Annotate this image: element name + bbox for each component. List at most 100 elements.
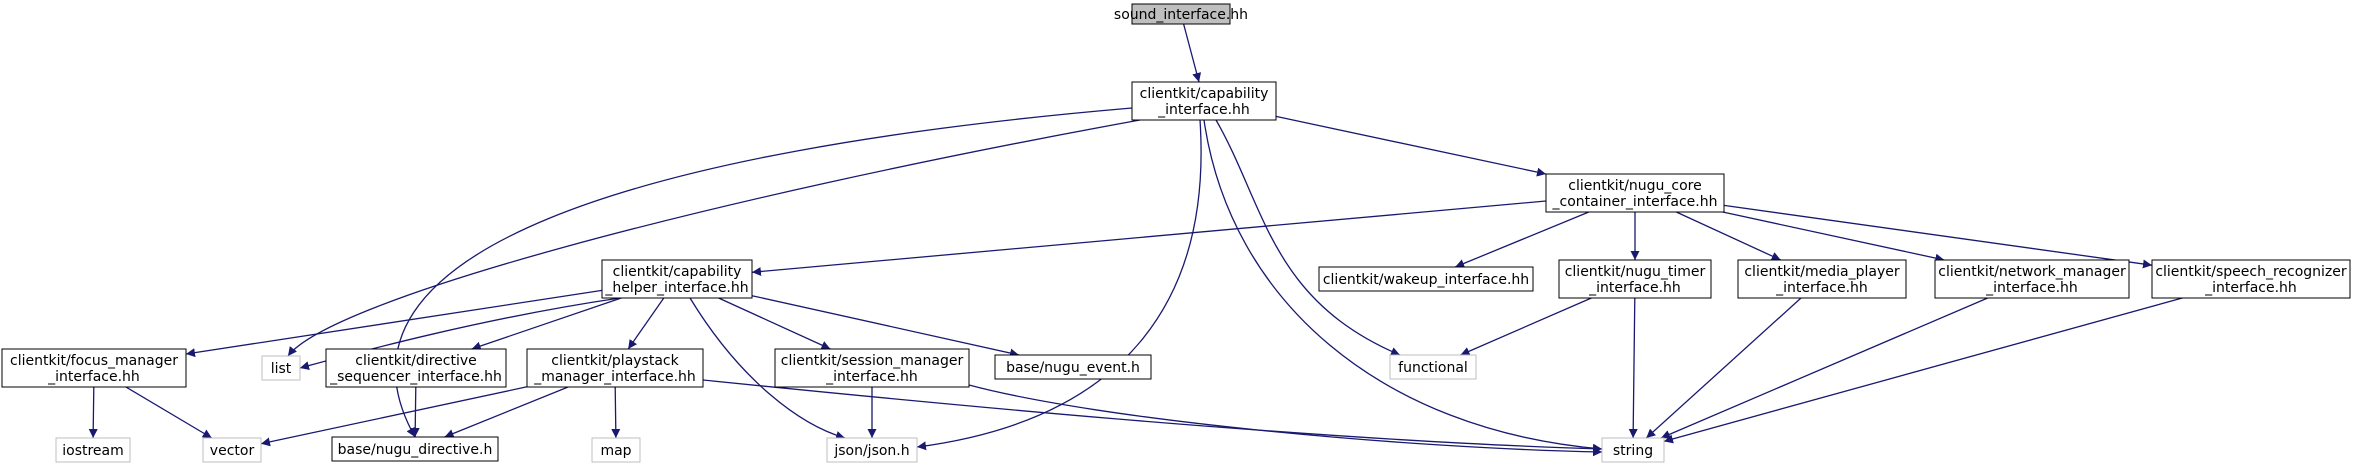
node-label: clientkit/media_player	[1744, 264, 1900, 280]
node-nugu-timer[interactable]: clientkit/nugu_timer_interface.hh	[1558, 259, 1712, 299]
node-box	[325, 348, 507, 388]
edge-nugu_core-to-wakeup	[1454, 211, 1590, 268]
edge-media_player-to-string	[1645, 297, 1802, 439]
node-nugu-event[interactable]: base/nugu_event.h	[994, 354, 1152, 380]
edge-session_manager-to-string	[968, 384, 1603, 457]
edge-playstack-to-nugu_directive	[444, 386, 569, 438]
edges	[88, 23, 2183, 457]
edge-cap_helper-to-directive_seq	[471, 297, 622, 351]
node-json: json/json.h	[826, 437, 918, 463]
node-box	[1131, 81, 1277, 121]
nodes: sound_interface.hhclientkit/capability_i…	[1, 3, 2351, 463]
node-cap-helper[interactable]: clientkit/capability_helper_interface.hh	[601, 259, 753, 299]
edge-cap-to-json	[916, 119, 1202, 451]
edge-cap_helper-to-focus_manager	[185, 289, 603, 358]
node-box	[1318, 266, 1534, 292]
node-label: _interface.hh	[1588, 280, 1681, 296]
node-label: clientkit/wakeup_interface.hh	[1323, 272, 1529, 288]
node-label: clientkit/network_manager	[1938, 264, 2126, 280]
node-map: map	[591, 437, 641, 463]
node-box	[1934, 259, 2130, 299]
node-box	[55, 437, 131, 463]
node-label: clientkit/capability	[1140, 86, 1269, 102]
edge-cap_helper-to-list	[299, 297, 621, 371]
edge-cap-to-list	[287, 119, 1141, 357]
node-session-manager[interactable]: clientkit/session_manager_interface.hh	[774, 348, 970, 388]
edge-nugu_core-to-speech_recognizer	[1723, 204, 2153, 269]
node-box	[826, 437, 918, 463]
edge-playstack-to-string	[702, 379, 1603, 454]
edge-cap-to-functional	[1215, 119, 1401, 356]
node-label: _interface.hh	[1157, 102, 1250, 118]
edge-nugu_core-to-network_manager	[1722, 211, 1945, 263]
edge-cap-to-nugu_directive	[394, 107, 1133, 438]
node-label: _interface.hh	[1775, 280, 1868, 296]
node-label: _helper_interface.hh	[604, 280, 748, 296]
edge-cap_helper-to-json	[689, 297, 846, 440]
node-box	[1131, 3, 1231, 25]
node-speech-recognizer[interactable]: clientkit/speech_recognizer_interface.hh	[2151, 259, 2351, 299]
node-label: iostream	[62, 443, 124, 459]
node-box	[261, 355, 301, 381]
node-box	[774, 348, 970, 388]
node-wakeup[interactable]: clientkit/wakeup_interface.hh	[1318, 266, 1534, 292]
edge-focus_manager-to-vector	[125, 386, 213, 439]
node-sound[interactable]: sound_interface.hh	[1114, 3, 1248, 25]
node-box	[1, 348, 187, 388]
node-label: functional	[1398, 360, 1468, 376]
node-box	[1558, 259, 1712, 299]
edge-cap_helper-to-playstack	[627, 297, 665, 350]
node-focus-manager[interactable]: clientkit/focus_manager_interface.hh	[1, 348, 187, 388]
edge-nugu_core-to-cap_helper	[751, 200, 1547, 276]
node-string: string	[1601, 437, 1665, 463]
node-label: _manager_interface.hh	[533, 369, 696, 385]
node-network-manager[interactable]: clientkit/network_manager_interface.hh	[1934, 259, 2130, 299]
node-label: clientkit/nugu_core	[1568, 178, 1702, 194]
node-label: clientkit/focus_manager	[10, 353, 178, 369]
node-playstack[interactable]: clientkit/playstack_manager_interface.hh	[526, 348, 704, 388]
node-box	[1545, 173, 1725, 213]
node-label: clientkit/capability	[613, 264, 742, 280]
node-label: list	[271, 361, 292, 377]
node-label: _sequencer_interface.hh	[329, 369, 502, 385]
node-box	[202, 437, 262, 463]
node-label: clientkit/nugu_timer	[1565, 264, 1706, 280]
node-box	[994, 354, 1152, 380]
edge-sound-to-cap	[1182, 23, 1202, 83]
node-label: _interface.hh	[2204, 280, 2297, 296]
node-label: clientkit/speech_recognizer	[2155, 264, 2347, 280]
node-list: list	[261, 355, 301, 381]
node-label: base/nugu_event.h	[1006, 360, 1140, 376]
edge-playstack-to-vector	[260, 386, 528, 447]
node-iostream: iostream	[55, 437, 131, 463]
edge-cap-to-string	[1203, 119, 1603, 453]
edge-nugu_timer-to-string	[1628, 297, 1638, 439]
node-label: clientkit/directive	[355, 353, 476, 369]
node-box	[2151, 259, 2351, 299]
node-label: _container_interface.hh	[1552, 194, 1718, 210]
node-functional: functional	[1389, 354, 1477, 380]
edge-nugu_timer-to-functional	[1460, 297, 1592, 356]
node-nugu-core[interactable]: clientkit/nugu_core_container_interface.…	[1545, 173, 1725, 213]
node-box	[526, 348, 704, 388]
node-box	[331, 436, 499, 462]
node-vector: vector	[202, 437, 262, 463]
node-label: clientkit/session_manager	[781, 353, 964, 369]
node-nugu-directive[interactable]: base/nugu_directive.h	[331, 436, 499, 462]
node-cap[interactable]: clientkit/capability_interface.hh	[1131, 81, 1277, 121]
edge-playstack-to-map	[611, 386, 621, 439]
node-box	[591, 437, 641, 463]
node-directive-seq[interactable]: clientkit/directive_sequencer_interface.…	[325, 348, 507, 388]
node-box	[1737, 259, 1907, 299]
edge-cap_helper-to-session_manager	[718, 297, 831, 350]
edge-speech_recognizer-to-string	[1663, 297, 2183, 444]
edge-network_manager-to-string	[1660, 297, 1988, 439]
node-label: vector	[210, 443, 255, 459]
edge-focus_manager-to-iostream	[88, 386, 98, 439]
node-label: sound_interface.hh	[1114, 7, 1248, 23]
node-label: _interface.hh	[825, 369, 918, 385]
node-label: map	[600, 443, 631, 459]
edge-directive_seq-to-nugu_directive	[410, 386, 420, 438]
node-media-player[interactable]: clientkit/media_player_interface.hh	[1737, 259, 1907, 299]
